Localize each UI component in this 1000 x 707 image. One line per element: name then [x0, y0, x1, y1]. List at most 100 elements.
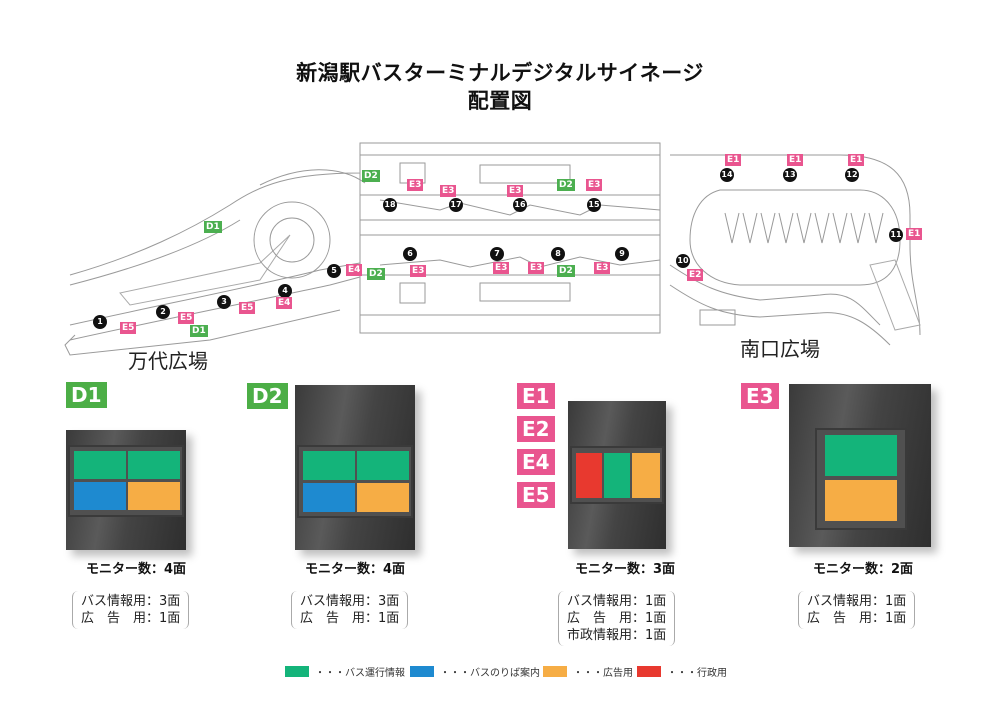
spec-line: 広 告 用：1面 [81, 611, 181, 626]
spec-line: 市政情報用：1面 [567, 628, 667, 643]
signage-tag-e1: E1 [906, 228, 923, 240]
signage-tag-e5: E5 [239, 302, 256, 314]
monitor-count: モニター数：3面 [574, 562, 676, 577]
signage-tag-e5: E5 [120, 322, 137, 334]
stop-number: 2 [156, 305, 170, 319]
spec-line: 広 告 用：1面 [300, 611, 400, 626]
stop-number: 1 [93, 315, 107, 329]
stop-number: 12 [845, 168, 859, 182]
monitor-spec: バス情報用：1面 広 告 用：1面 [798, 591, 916, 629]
stop-number: 10 [676, 254, 690, 268]
signage-tag-d1: D1 [190, 325, 208, 337]
signage-panel-d1 [66, 430, 186, 550]
screen-bus-operation [604, 453, 630, 498]
signage-tag-e1: E1 [787, 154, 804, 166]
legend-item-advertising: ・・・広告用 [543, 664, 633, 679]
signage-tag-e3: E3 [440, 185, 457, 197]
legend: ・・・バス運行情報 ・・・バスのりば案内 ・・・広告用 ・・・行政用 [0, 664, 1000, 680]
screen-bus-operation [303, 451, 355, 480]
signage-tag-e3: E3 [528, 262, 545, 274]
legend-label: ・・・バス運行情報 [315, 668, 405, 679]
spec-line: 広 告 用：1面 [567, 611, 667, 626]
type-badge-d2: D2 [247, 383, 288, 409]
screen-bezel [68, 445, 184, 517]
page-subtitle: 配置図 [467, 89, 533, 113]
screen-bezel [570, 446, 664, 504]
screen-advertising [357, 483, 409, 512]
type-badge-e2: E2 [517, 416, 555, 442]
screen-bus-operation [128, 451, 180, 479]
signage-tag-d1: D1 [204, 221, 222, 233]
signage-tag-e3: E3 [507, 185, 524, 197]
stop-number: 8 [551, 247, 565, 261]
signage-panel-e [568, 401, 666, 549]
signage-tag-e1: E1 [725, 154, 742, 166]
spec-line: バス情報用：1面 [807, 594, 907, 609]
legend-swatch [410, 666, 434, 677]
screen-advertising [825, 480, 897, 521]
signage-tag-e4: E4 [346, 264, 363, 276]
type-badge-d1: D1 [66, 382, 107, 408]
page-title: 新潟駅バスターミナルデジタルサイネージ [296, 61, 704, 85]
legend-label: ・・・バスのりば案内 [440, 668, 540, 679]
legend-item-bus-stop-guide: ・・・バスのりば案内 [410, 664, 540, 679]
type-badge-e1: E1 [517, 383, 555, 409]
signage-tag-e4: E4 [276, 297, 293, 309]
signage-panel-d2 [295, 385, 415, 550]
signage-panel-e3 [789, 384, 931, 547]
screen-bezel [815, 428, 907, 530]
signage-tag-e3: E3 [586, 179, 603, 191]
signage-tag-e3: E3 [493, 262, 510, 274]
stop-number: 3 [217, 295, 231, 309]
type-badge-e3: E3 [741, 383, 779, 409]
stop-number: 9 [615, 247, 629, 261]
monitor-count: モニター数：4面 [304, 562, 406, 577]
type-badge-e5: E5 [517, 482, 555, 508]
signage-tag-e3: E3 [594, 262, 611, 274]
monitor-count: モニター数：2面 [812, 562, 914, 577]
monitor-spec: バス情報用：1面 広 告 用：1面 市政情報用：1面 [558, 591, 676, 646]
type-badge-e4: E4 [517, 449, 555, 475]
stop-number: 16 [513, 198, 527, 212]
stop-number: 5 [327, 264, 341, 278]
stop-number: 6 [403, 247, 417, 261]
stop-number: 11 [889, 228, 903, 242]
stop-number: 13 [783, 168, 797, 182]
stop-number: 17 [449, 198, 463, 212]
screen-bezel [297, 445, 413, 518]
signage-tag-e1: E1 [848, 154, 865, 166]
spec-line: バス情報用：1面 [567, 594, 667, 609]
screen-advertising [128, 482, 180, 510]
stop-number: 4 [278, 284, 292, 298]
legend-label: ・・・広告用 [573, 668, 633, 679]
screen-bus-stop-guide [303, 483, 355, 512]
screen-advertising [632, 453, 660, 498]
monitor-spec: バス情報用：3面 広 告 用：1面 [72, 591, 190, 629]
legend-swatch [637, 666, 661, 677]
stop-number: 15 [587, 198, 601, 212]
stop-number: 7 [490, 247, 504, 261]
screen-bus-operation [74, 451, 126, 479]
signage-tag-e2: E2 [687, 269, 704, 281]
screen-bus-operation [825, 435, 897, 476]
legend-swatch [543, 666, 567, 677]
signage-tag-e3: E3 [407, 179, 424, 191]
signage-tag-d2: D2 [362, 170, 380, 182]
plaza-label-minamiguchi: 南口広場 [740, 337, 820, 361]
screen-government [576, 453, 602, 498]
legend-label: ・・・行政用 [667, 668, 727, 679]
screen-bus-stop-guide [74, 482, 126, 510]
legend-item-government: ・・・行政用 [637, 664, 727, 679]
spec-line: 広 告 用：1面 [807, 611, 907, 626]
signage-tag-e5: E5 [178, 312, 195, 324]
signage-tag-e3: E3 [410, 265, 427, 277]
stop-number: 14 [720, 168, 734, 182]
monitor-count: モニター数：4面 [85, 562, 187, 577]
signage-tag-d2: D2 [557, 179, 575, 191]
spec-line: バス情報用：3面 [81, 594, 181, 609]
legend-item-bus-operation: ・・・バス運行情報 [285, 664, 405, 679]
signage-tag-d2: D2 [367, 268, 385, 280]
plaza-label-bandai: 万代広場 [128, 349, 208, 373]
screen-bus-operation [357, 451, 409, 480]
legend-swatch [285, 666, 309, 677]
